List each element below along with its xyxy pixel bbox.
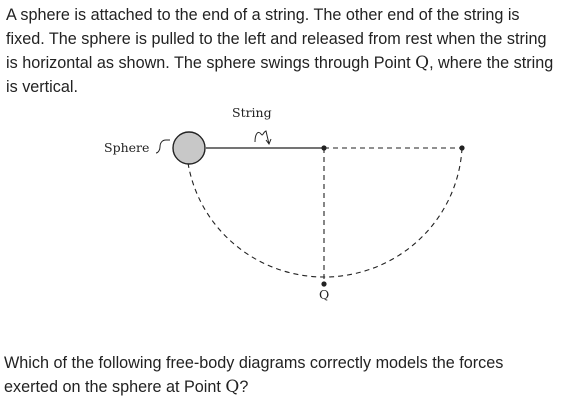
sphere [172,131,206,165]
string-label: String [232,105,272,120]
point-q-label: Q [319,287,329,302]
pivot-dot [321,145,327,151]
swing-path-arc [187,147,463,278]
right-endpoint-dot [459,145,465,151]
followup-point-letter: Q [225,377,240,397]
followup-body: Which of the following free-body diagram… [4,354,504,396]
question-body-end: , where the string is vertical. [6,54,554,96]
question-point-letter: Q [415,53,430,73]
point-q-dot [321,281,327,287]
question-body: A sphere is attached to the end of a str… [6,6,547,72]
string-leader-icon [254,130,272,146]
sphere-leader-icon [155,139,170,154]
followup-question-text: Which of the following free-body diagram… [4,351,556,399]
question-text: A sphere is attached to the end of a str… [6,3,558,99]
sphere-label: Sphere [104,140,149,155]
followup-body-end: ? [239,378,249,396]
